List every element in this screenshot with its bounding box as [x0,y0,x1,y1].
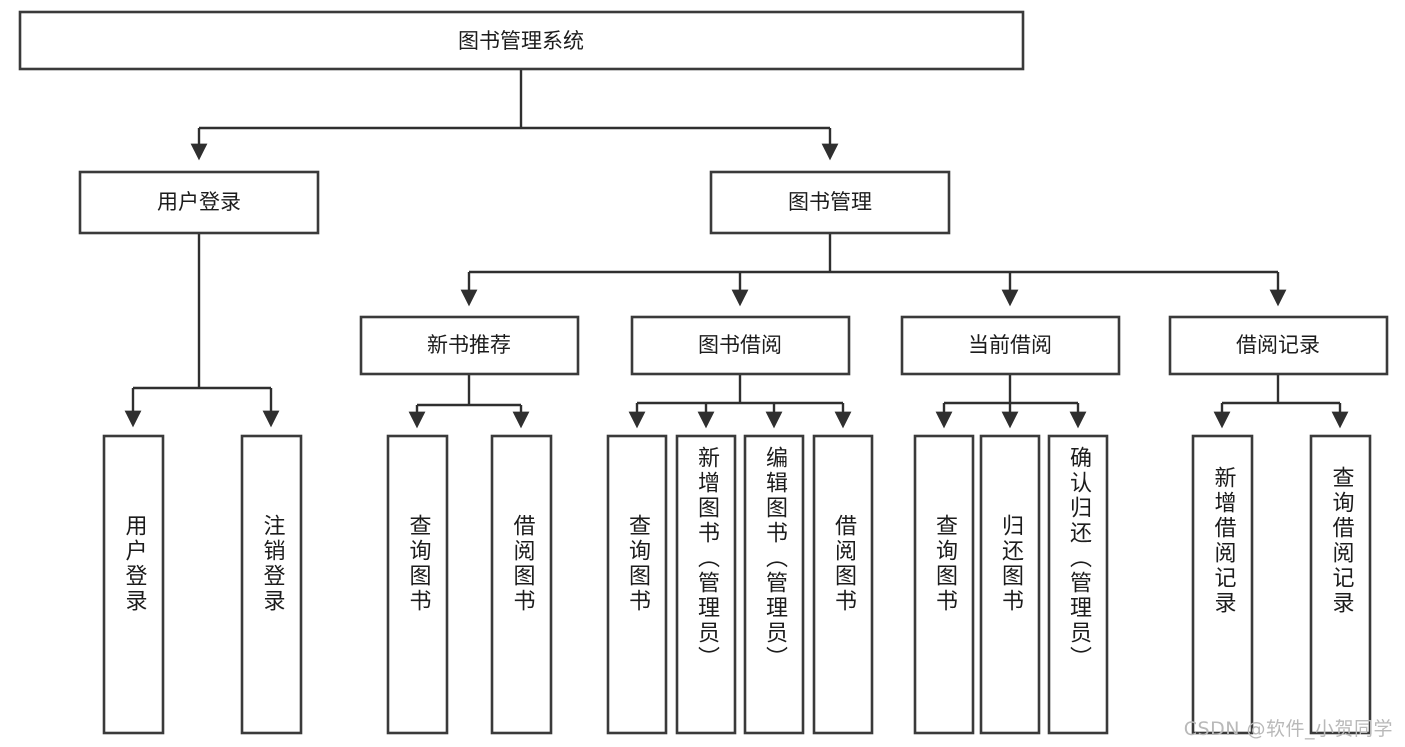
node-borrow-record[interactable]: 借阅记录 [1168,315,1389,376]
connectors-new-book-to-leaves [408,374,530,429]
node-user-login-label: 用户登录 [157,190,241,214]
leaf-box-current-borrow-1[interactable] [913,434,975,735]
leaf-box-borrow-record-1[interactable] [1191,434,1254,735]
leaf-box-new-book-2[interactable] [490,434,553,735]
leaf-box-book-borrow-4[interactable] [812,434,874,735]
node-book-management[interactable]: 图书管理 [709,170,951,235]
leaf-box-current-borrow-2[interactable] [979,434,1041,735]
connectors-book-borrow-to-leaves [628,374,852,429]
csdn-watermark: CSDN @软件_小贺同学 [1183,718,1393,740]
node-user-login[interactable]: 用户登录 [78,170,320,235]
leaf-box-current-borrow-3[interactable] [1047,434,1109,735]
node-current-borrow-label: 当前借阅 [968,333,1052,357]
connectors-root-to-level2 [190,69,839,161]
leaf-box-book-borrow-1[interactable] [606,434,668,735]
leaf-box-borrow-record-2[interactable] [1309,434,1372,735]
connectors-borrow-record-to-leaves [1213,374,1349,429]
node-new-book-recommend-label: 新书推荐 [427,333,511,357]
node-current-borrow[interactable]: 当前借阅 [900,315,1121,376]
leaf-box-user-login-1[interactable] [102,434,165,735]
leaf-box-book-borrow-2[interactable] [675,434,737,735]
leaf-box-book-borrow-3[interactable] [743,434,805,735]
leaf-box-new-book-1[interactable] [386,434,449,735]
node-root-library-system[interactable]: 图书管理系统 [18,10,1025,71]
node-root-label: 图书管理系统 [458,29,584,53]
node-book-borrow[interactable]: 图书借阅 [630,315,851,376]
node-book-borrow-label: 图书借阅 [698,333,782,357]
node-borrow-record-label: 借阅记录 [1236,333,1320,357]
connectors-current-borrow-to-leaves [935,374,1087,429]
connectors-user-login-to-leaves [124,233,280,428]
connectors-book-manage-to-level3 [460,233,1287,307]
node-book-management-label: 图书管理 [788,190,872,214]
leaf-box-user-login-2[interactable] [240,434,303,735]
node-new-book-recommend[interactable]: 新书推荐 [359,315,580,376]
